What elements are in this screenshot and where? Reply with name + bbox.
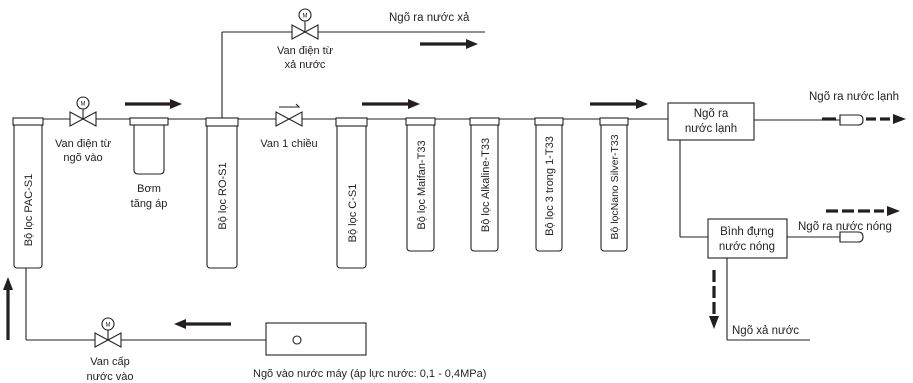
flow-arrow-right-icon xyxy=(590,99,648,109)
drain-bottom-label: Ngõ xả nước xyxy=(732,325,799,337)
filter-alkaline-t33: Bộ lọc Alkaline-T33 xyxy=(469,117,500,252)
hot-tap xyxy=(839,231,864,243)
pump-label-line1: Bơm xyxy=(137,183,161,195)
cold-box-label-1: Ngõ ra xyxy=(694,108,729,120)
booster-pump: Bơm tăng áp xyxy=(129,117,169,210)
flow-arrows xyxy=(3,39,906,340)
supply-valve-label-2: nước vào xyxy=(87,371,134,383)
inlet-valve-label-1: Van điện từ xyxy=(55,138,112,150)
filter-c-s1: Bộ lọc C-S1 xyxy=(335,117,368,269)
mains-inlet-label: Ngõ vào nước máy (áp lực nước: 0,1 - 0,4… xyxy=(253,368,486,380)
filter-label-nano-silver: Bộ lọcNano Silver-T33 xyxy=(609,134,621,239)
supply-valve-label-1: Van cấp xyxy=(90,356,130,368)
valve-symbol-inlet: M xyxy=(81,102,86,108)
filter-label-3in1: Bộ lọc 3 trong 1-T33 xyxy=(544,136,556,236)
pump-label-line2: tăng áp xyxy=(131,198,168,210)
drain-valve-label-1: Van điện từ xyxy=(277,45,334,57)
inlet-solenoid-valve: M Van điện từ ngõ vào xyxy=(55,96,112,164)
flow-arrow-right-dashed-icon xyxy=(826,206,900,216)
filter-label-maifan: Bộ lọc Maifan-T33 xyxy=(416,140,428,229)
filter-maifan-t33: Bộ lọc Maifan-T33 xyxy=(405,117,436,252)
filter-pac-s1: Bộ lọc PAC-S1 xyxy=(12,117,44,269)
cold-tap xyxy=(839,114,864,126)
drain-valve-label-2: xả nước xyxy=(285,59,326,71)
drain-solenoid-valve: M Van điện từ xả nước xyxy=(277,8,334,71)
flow-arrow-right-icon xyxy=(125,99,182,109)
filter-label-pac-s1: Bộ lọc PAC-S1 xyxy=(23,174,35,247)
hot-outlet-label: Ngõ ra nước nóng xyxy=(798,221,892,233)
hot-water-tank-box: Bình đựng nước nóng xyxy=(707,218,788,259)
filter-ro-s1: Bộ lọc RO-S1 xyxy=(205,117,239,269)
flow-arrow-right-icon xyxy=(362,99,420,109)
filter-label-c-s1: Bộ lọc C-S1 xyxy=(347,184,359,243)
cold-box-label-2: nước lạnh xyxy=(685,123,737,135)
valve-symbol-supply: M xyxy=(106,323,111,329)
filter-nano-silver-t33: Bộ lọcNano Silver-T33 xyxy=(599,117,629,252)
filter-label-ro-s1: Bộ lọc RO-S1 xyxy=(217,162,229,229)
flow-arrow-up-icon xyxy=(3,277,13,340)
drain-outlet-top-label: Ngõ ra nước xả xyxy=(389,12,470,24)
filter-3in1-t33: Bộ lọc 3 trong 1-T33 xyxy=(534,117,564,252)
flow-arrow-right-icon xyxy=(420,39,478,49)
flow-arrow-down-dashed-icon xyxy=(709,270,719,329)
hot-box-label-2: nước nóng xyxy=(719,241,775,253)
flow-arrow-right-dashed-icon xyxy=(822,114,906,124)
flow-arrow-left-icon xyxy=(174,319,231,329)
check-valve: Van 1 chiều xyxy=(260,103,318,150)
mains-inlet-box: Ngõ vào nước máy (áp lực nước: 0,1 - 0,4… xyxy=(253,322,486,380)
valve-symbol-drain: M xyxy=(303,14,308,20)
cold-water-outlet-box: Ngõ ra nước lạnh xyxy=(667,102,755,141)
cold-outlet-label: Ngõ ra nước lạnh xyxy=(809,91,899,103)
filter-label-alkaline: Bộ lọc Alkaline-T33 xyxy=(480,138,492,232)
inlet-valve-label-2: ngõ vào xyxy=(63,152,102,164)
hot-box-label-1: Bình đựng xyxy=(720,226,774,238)
supply-solenoid-valve: M Van cấp nước vào xyxy=(87,317,134,383)
check-valve-label: Van 1 chiều xyxy=(260,138,317,150)
